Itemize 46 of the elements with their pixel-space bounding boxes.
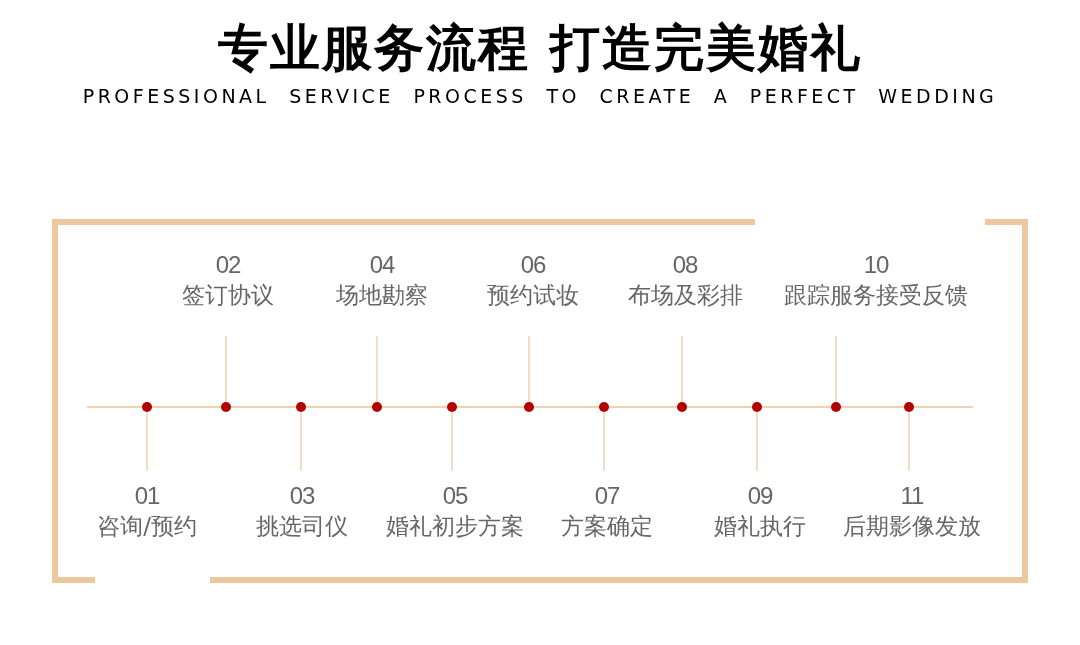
leader-line	[681, 335, 683, 403]
timeline-dot	[599, 402, 609, 412]
timeline-dot	[752, 402, 762, 412]
leader-line	[376, 335, 378, 403]
step-number: 10	[863, 250, 889, 280]
timeline-dot	[296, 402, 306, 412]
leader-line	[908, 411, 910, 472]
timeline-dot	[447, 402, 457, 412]
step-number: 06	[520, 250, 546, 280]
leader-line	[835, 335, 837, 403]
step-label: 咨询/预约	[97, 512, 197, 541]
step-label: 挑选司仪	[256, 512, 348, 541]
leader-line	[451, 411, 453, 472]
timeline-dot	[524, 402, 534, 412]
step-label: 方案确定	[561, 512, 653, 541]
step-number: 02	[215, 250, 241, 280]
step-number: 05	[442, 481, 468, 511]
step-number: 08	[672, 250, 698, 280]
step-label: 婚礼执行	[714, 512, 806, 541]
leader-line	[528, 335, 530, 403]
step-label: 布场及彩排	[627, 281, 743, 310]
timeline-dot	[677, 402, 687, 412]
leader-line	[603, 411, 605, 472]
step-number: 01	[134, 481, 160, 511]
step-label: 预约试妆	[487, 281, 579, 310]
step-label: 场地勘察	[336, 281, 428, 310]
timeline-dot	[372, 402, 382, 412]
step-number: 07	[594, 481, 620, 511]
leader-line	[756, 411, 758, 472]
step-label: 跟踪服务接受反馈	[784, 281, 968, 310]
timeline-dot	[142, 402, 152, 412]
step-label: 后期影像发放	[843, 512, 981, 541]
timeline-dot	[831, 402, 841, 412]
step-number: 03	[289, 481, 315, 511]
step-label: 婚礼初步方案	[386, 512, 524, 541]
subtitle: PROFESSIONAL SERVICE PROCESS TO CREATE A PERFECT WEDDING	[82, 84, 998, 108]
step-number: 04	[369, 250, 395, 280]
leader-line	[146, 411, 148, 472]
step-number: 09	[747, 481, 773, 511]
title: 专业服务流程 打造完美婚礼	[217, 18, 863, 79]
leader-line	[225, 335, 227, 403]
leader-line	[300, 411, 302, 472]
step-number: 11	[900, 481, 924, 511]
timeline-dot	[904, 402, 914, 412]
step-label: 签订协议	[182, 281, 274, 310]
timeline-dot	[221, 402, 231, 412]
